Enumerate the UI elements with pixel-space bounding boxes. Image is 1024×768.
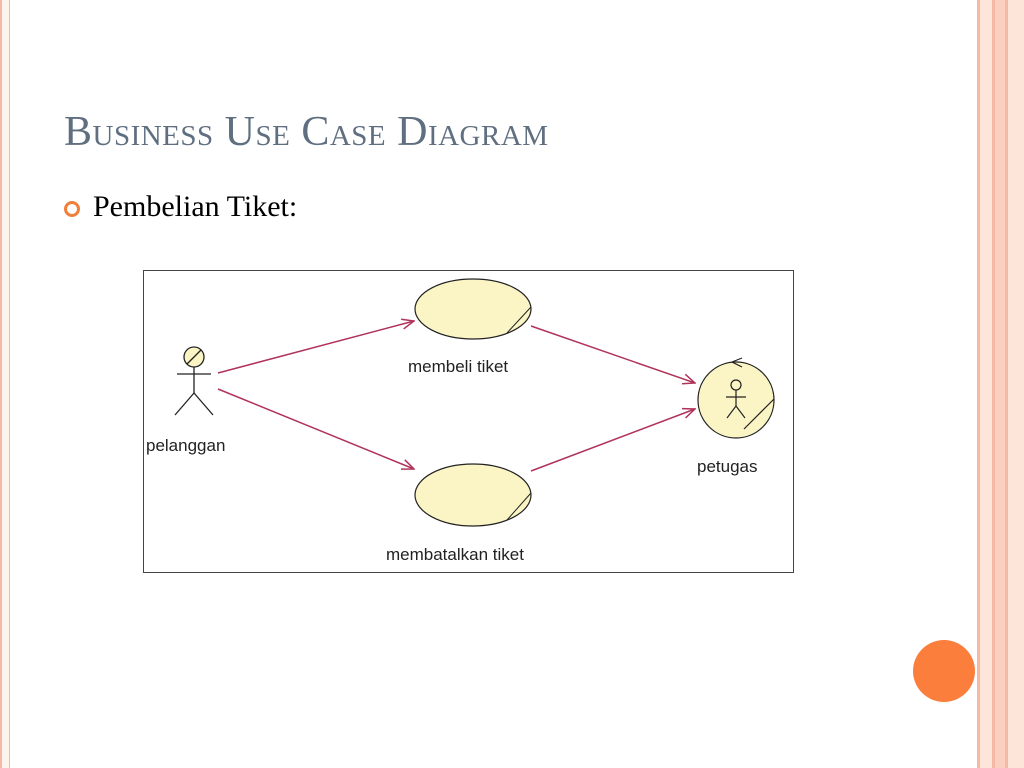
bullet-ring-icon	[64, 201, 80, 217]
bullet-item: Pembelian Tiket:	[64, 190, 297, 224]
slide-left-border	[0, 0, 10, 768]
use-case-label-membatalkan: membatalkan tiket	[386, 545, 524, 564]
relation-pelanggan-membatalkan	[217, 388, 414, 469]
actor-pelanggan-icon	[174, 346, 214, 416]
decorative-orange-circle	[913, 640, 975, 702]
diagram-canvas	[174, 278, 775, 527]
use-case-membatalkan-tiket	[414, 463, 532, 527]
use-case-diagram: membeli tiket membatalkan tiket pelangga…	[143, 270, 794, 573]
slide-title: Business Use Case Diagram	[64, 109, 549, 155]
bullet-text: Pembelian Tiket:	[93, 190, 298, 223]
relation-pelanggan-membeli	[217, 321, 414, 374]
actor-label-petugas: petugas	[697, 457, 758, 476]
use-case-label-membeli: membeli tiket	[408, 357, 509, 376]
actor-label-pelanggan: pelanggan	[146, 436, 226, 455]
relation-membeli-petugas	[530, 325, 695, 383]
actor-petugas-icon	[697, 357, 775, 439]
use-case-membeli-tiket	[414, 278, 532, 340]
relation-membatalkan-petugas	[530, 409, 695, 472]
slide-right-border	[975, 0, 1024, 768]
